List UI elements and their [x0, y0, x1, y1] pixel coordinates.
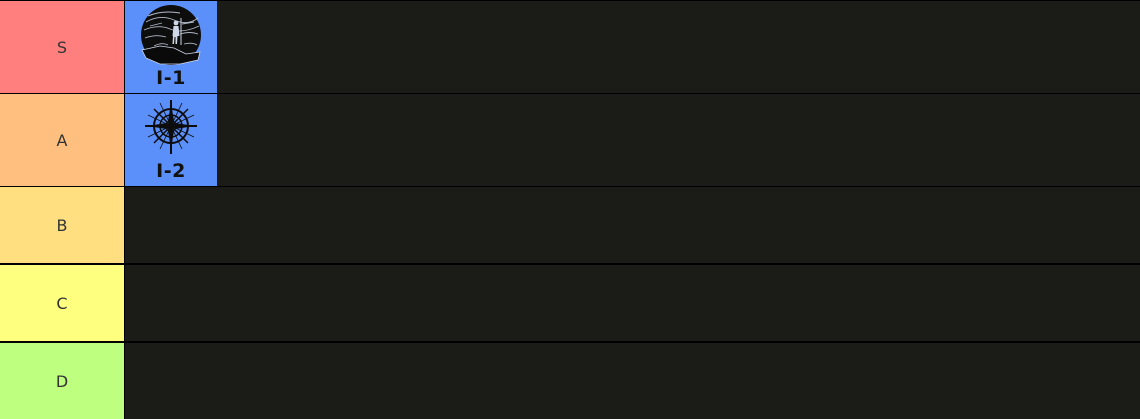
tier-items-s[interactable]: I-1	[125, 1, 1140, 93]
tier-label-d[interactable]: D	[0, 343, 124, 419]
tier-label-text: A	[56, 130, 68, 150]
tier-item-label: I-1	[156, 67, 186, 89]
tier-label-s[interactable]: S	[0, 1, 124, 93]
tier-label-text: B	[56, 215, 68, 235]
tier-items-b[interactable]	[125, 187, 1140, 263]
tier-items-d[interactable]	[125, 343, 1140, 419]
tier-items-c[interactable]	[125, 265, 1140, 341]
tier-row-s: S	[0, 1, 1140, 93]
tier-label-a[interactable]: A	[0, 94, 124, 186]
tier-label-text: S	[56, 37, 68, 57]
tier-row-d: D	[0, 343, 1140, 419]
tier-items-a[interactable]: I-2	[125, 94, 1140, 186]
tier-row-a: A	[0, 94, 1140, 186]
tier-label-c[interactable]: C	[0, 265, 124, 341]
tier-row-b: B	[0, 187, 1140, 263]
tier-label-text: D	[55, 371, 69, 391]
tier-item-i-1[interactable]: I-1	[125, 1, 217, 93]
tier-item-label: I-2	[156, 160, 186, 182]
wanderer-on-cliff-icon	[141, 5, 201, 65]
compass-star-icon	[145, 100, 197, 154]
tier-item-i-2[interactable]: I-2	[125, 94, 217, 186]
tier-label-b[interactable]: B	[0, 187, 124, 263]
tier-row-c: C	[0, 265, 1140, 341]
tier-label-text: C	[56, 293, 68, 313]
